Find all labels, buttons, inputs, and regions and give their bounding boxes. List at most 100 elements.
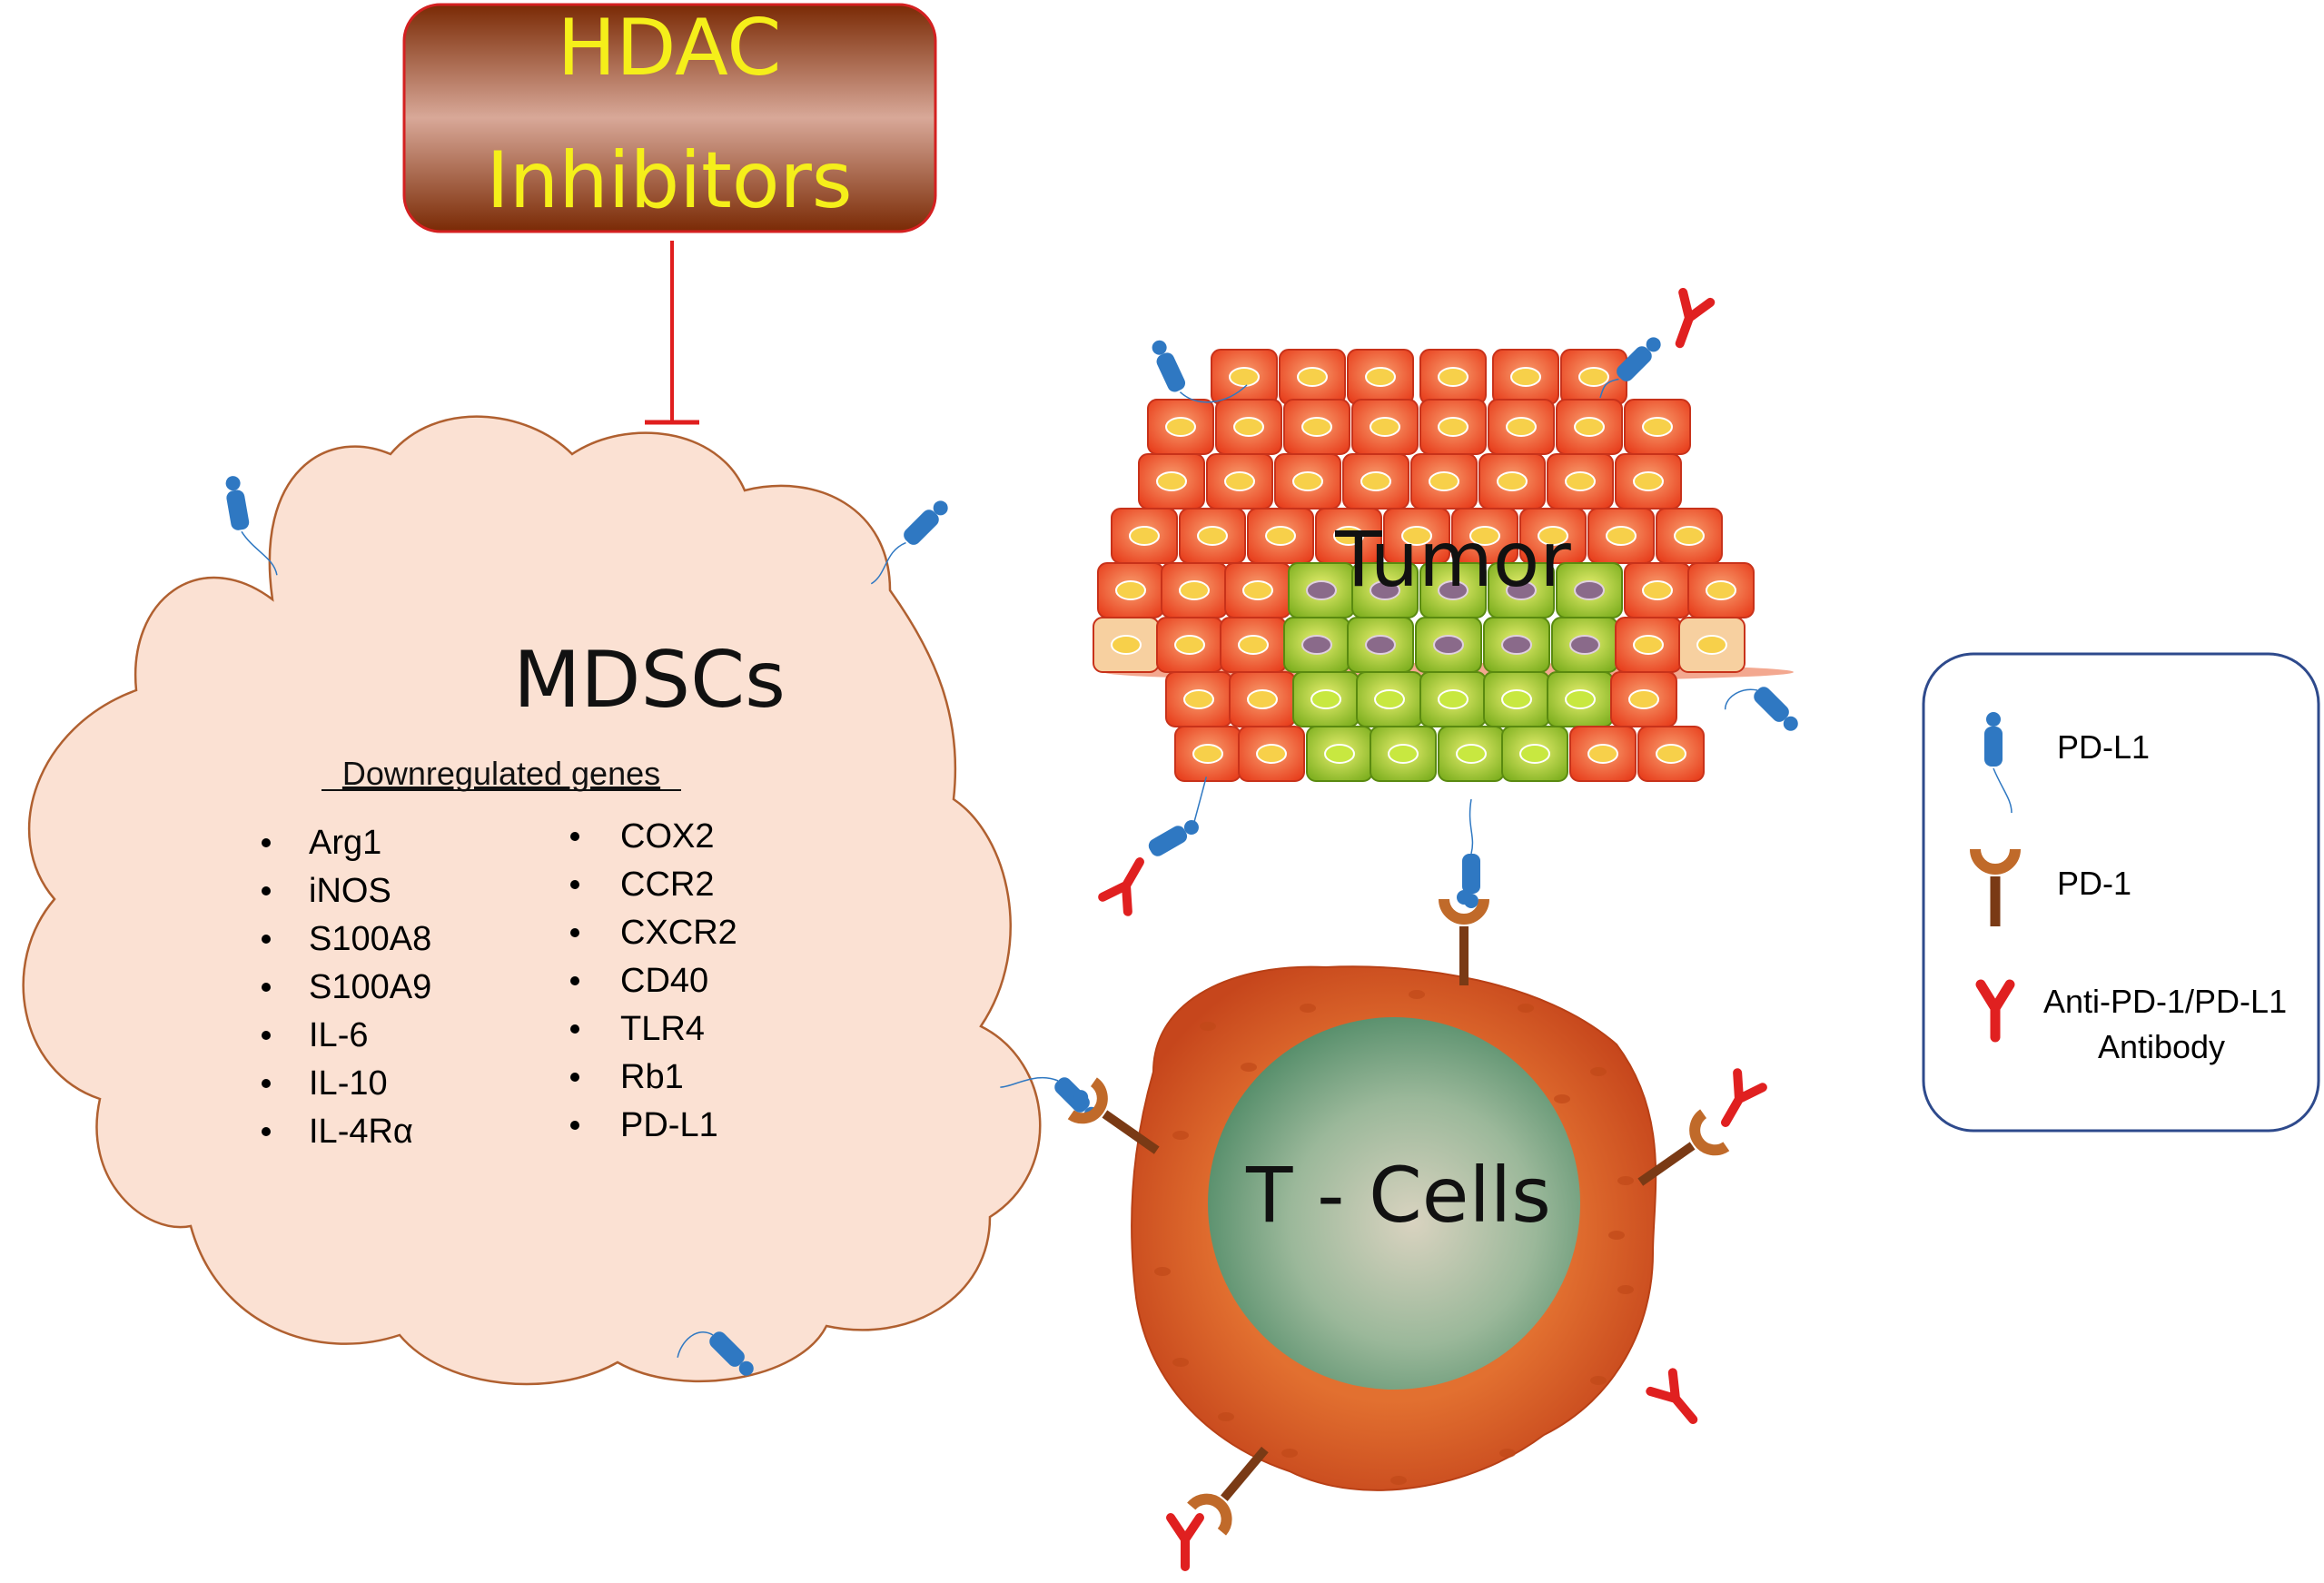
gene-bullet <box>570 1024 579 1034</box>
tumor-cell-nucleus <box>1565 689 1596 709</box>
tumor-cell-nucleus <box>1192 744 1223 764</box>
tumor-cell-nucleus <box>1370 580 1400 600</box>
legend: PD-L1 PD-1 Anti-PD-1/PD-L1 Antibody <box>1922 652 2320 1133</box>
tumor-cell-nucleus <box>1256 744 1287 764</box>
pd-l1-icon <box>1984 712 2012 814</box>
tumor-pd-l1-bottom-left <box>1148 777 1208 856</box>
legend-label-antibody-line1: Anti-PD-1/PD-L1 <box>2043 983 2287 1020</box>
tumor-cell-nucleus <box>1179 580 1210 600</box>
tumor-label: Tumor <box>1334 515 1571 604</box>
gene-item: COX2 <box>620 817 714 856</box>
gene-item: S100A8 <box>309 920 431 958</box>
cell-texture-dot <box>1617 1176 1634 1185</box>
cell-texture-dot <box>1409 990 1425 999</box>
mdsc-title: MDSCs <box>513 635 786 726</box>
tumor-cell-nucleus <box>1501 635 1532 655</box>
tumor-cell-nucleus <box>1633 471 1664 491</box>
tumor-cell-nucleus <box>1197 526 1228 546</box>
gene-bullet <box>570 976 579 985</box>
tumor-cell-nucleus <box>1433 635 1464 655</box>
tumor-cell-nucleus <box>1633 635 1664 655</box>
gene-bullet <box>262 1079 271 1088</box>
pd-1-icon <box>1970 848 2021 926</box>
tumor-cell-nucleus <box>1642 580 1673 600</box>
gene-bullet <box>262 1031 271 1040</box>
tumor-cell-nucleus <box>1360 471 1391 491</box>
antibody-icon-tcell-right <box>1721 1068 1767 1127</box>
gene-item: CXCR2 <box>620 914 737 952</box>
gene-item: CCR2 <box>620 866 714 904</box>
tumor-cell-nucleus <box>1456 744 1487 764</box>
tumor-cell-nucleus <box>1265 526 1296 546</box>
hdac-inhibitors-box: HDAC Inhibitors <box>402 3 937 233</box>
tumor-cell-nucleus <box>1388 744 1419 764</box>
t-cell-label: T - Cells <box>1245 1151 1551 1240</box>
tumor-cell-nucleus <box>1111 635 1142 655</box>
tumor-cell-nucleus <box>1578 367 1609 387</box>
tumor-cell-nucleus <box>1438 689 1469 709</box>
cell-texture-dot <box>1172 1131 1189 1140</box>
gene-item: IL-10 <box>309 1064 388 1103</box>
tumor-cell-nucleus <box>1574 580 1605 600</box>
tumor-cell-nucleus <box>1506 580 1537 600</box>
tumor-cell-nucleus <box>1501 689 1532 709</box>
tumor-cell-nucleus <box>1183 689 1214 709</box>
tumor-cell-nucleus <box>1156 471 1187 491</box>
tumor-cell-nucleus <box>1642 417 1673 437</box>
tumor-cell-nucleus <box>1242 580 1273 600</box>
tumor-cell-nucleus <box>1224 471 1255 491</box>
gene-item: PD-L1 <box>620 1106 718 1144</box>
tumor-cell-nucleus <box>1506 417 1537 437</box>
legend-label-antibody-line2: Antibody <box>2098 1028 2225 1065</box>
gene-bullet <box>262 838 271 847</box>
cell-texture-dot <box>1608 1231 1625 1240</box>
tumor-cell-nucleus <box>1324 744 1355 764</box>
tumor-cell-nucleus <box>1301 635 1332 655</box>
tumor-cell-nucleus <box>1370 417 1400 437</box>
gene-bullet <box>262 983 271 992</box>
tumor-cell-nucleus <box>1438 580 1469 600</box>
tumor-cell-nucleus <box>1292 471 1323 491</box>
gene-bullet <box>570 1121 579 1130</box>
antibody-icon-tumor-top <box>1675 287 1716 349</box>
tumor-cell-nucleus <box>1247 689 1278 709</box>
t-cell <box>1131 965 1657 1491</box>
tumor-cell-nucleus <box>1297 367 1328 387</box>
gene-item: IL-6 <box>309 1016 368 1054</box>
tumor-cell-nucleus <box>1438 417 1469 437</box>
tumor-cells <box>1093 349 1755 782</box>
tumor-cell-nucleus <box>1301 417 1332 437</box>
tumor-cell-nucleus <box>1238 635 1269 655</box>
antibody-icon-tcell-far-right <box>1646 1368 1698 1424</box>
gene-item: Arg1 <box>309 824 381 862</box>
tumor-cell-nucleus <box>1438 367 1469 387</box>
hdac-label-line2: Inhibitors <box>486 135 852 226</box>
mdsc-pd-l1-top-left <box>225 476 278 576</box>
tumor-cell-nucleus <box>1233 417 1264 437</box>
cell-texture-dot <box>1590 1067 1607 1076</box>
gene-bullet <box>570 832 579 841</box>
tumor-cell-nucleus <box>1365 367 1396 387</box>
tumor-cell-nucleus <box>1429 471 1459 491</box>
pd-1-icon-bottom <box>1187 1446 1269 1536</box>
tumor-cell-nucleus <box>1538 526 1568 546</box>
t-cell-texture <box>1154 990 1634 1485</box>
tumor-cell-nucleus <box>1497 471 1528 491</box>
tumor-pd-l1-top-left <box>1152 340 1248 403</box>
tumor-cell-nucleus <box>1401 526 1432 546</box>
cell-texture-dot <box>1218 1412 1234 1421</box>
tumor-cell-nucleus <box>1674 526 1705 546</box>
gene-item: TLR4 <box>620 1010 705 1048</box>
tumor-cell-nucleus <box>1587 744 1618 764</box>
tumor-cell-nucleus <box>1510 367 1541 387</box>
cell-texture-dot <box>1200 1022 1216 1031</box>
gene-item: Rb1 <box>620 1058 684 1096</box>
tumor-cell-nucleus <box>1628 689 1659 709</box>
cell-texture-dot <box>1281 1449 1298 1458</box>
cell-texture-dot <box>1172 1358 1189 1367</box>
gene-item: IL-4Rα <box>309 1113 413 1151</box>
tumor-pd-l1-top-right <box>1599 337 1661 399</box>
gene-bullet <box>570 928 579 937</box>
